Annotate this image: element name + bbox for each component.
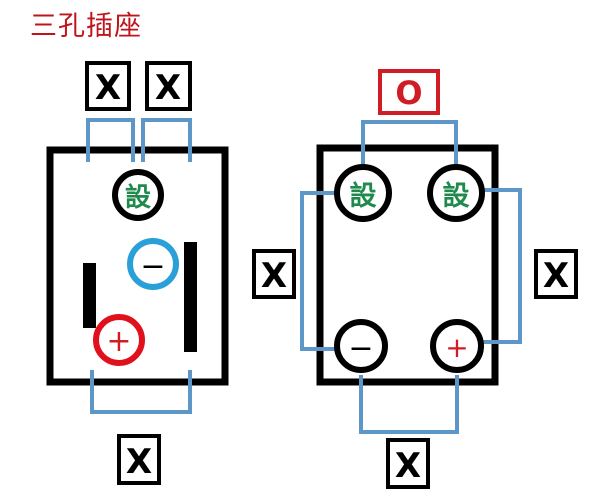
left-plus-label: + — [106, 324, 131, 359]
right-right-wire — [477, 188, 522, 344]
left-slot-left — [83, 263, 96, 328]
right-socket: O X X X 設 設 − + — [252, 69, 578, 489]
right-minus-terminal — [334, 319, 388, 373]
left-bottom-x-label: X — [117, 434, 161, 485]
left-bottom-wire — [90, 370, 192, 414]
right-plus-label: + — [445, 331, 468, 364]
left-socket-outline — [46, 146, 229, 386]
right-right-x-label: X — [534, 249, 578, 299]
right-setting-label-right: 設 — [443, 180, 471, 212]
right-bottom-x-text: X — [395, 446, 421, 486]
right-setting-terminal-left — [334, 164, 392, 222]
right-right-x-text: X — [543, 256, 569, 296]
left-socket: X X 設 − + X — [46, 61, 229, 485]
left-minus-terminal — [127, 238, 179, 290]
left-top-x-text-2: X — [155, 68, 181, 108]
right-left-wire — [300, 191, 340, 351]
right-top-o-text: O — [395, 74, 422, 112]
right-setting-terminal-right — [427, 164, 485, 222]
left-setting-label: 設 — [125, 182, 152, 213]
left-top-x-text-1: X — [95, 68, 121, 108]
right-minus-label: − — [348, 331, 373, 366]
right-left-x-text: X — [261, 256, 287, 296]
left-top-x-label-2: X — [145, 61, 192, 111]
left-top-wire-b — [141, 118, 192, 162]
right-top-o-label: O — [378, 69, 440, 115]
left-bottom-x-text: X — [126, 442, 152, 482]
left-plus-terminal — [93, 314, 145, 366]
right-bottom-wire — [359, 375, 459, 434]
right-bottom-x-label: X — [386, 438, 430, 489]
left-minus-label: − — [140, 249, 165, 284]
right-left-x-label: X — [252, 249, 296, 299]
right-plus-terminal — [430, 319, 484, 373]
left-setting-terminal — [112, 169, 164, 221]
right-top-wire — [361, 120, 458, 172]
right-setting-label-left: 設 — [350, 180, 378, 212]
diagram-title: 三孔插座 — [30, 11, 142, 42]
left-top-x-label-1: X — [85, 61, 131, 111]
left-slot-right — [184, 242, 197, 352]
right-socket-outline — [316, 144, 499, 386]
left-top-wire-a — [86, 118, 135, 162]
